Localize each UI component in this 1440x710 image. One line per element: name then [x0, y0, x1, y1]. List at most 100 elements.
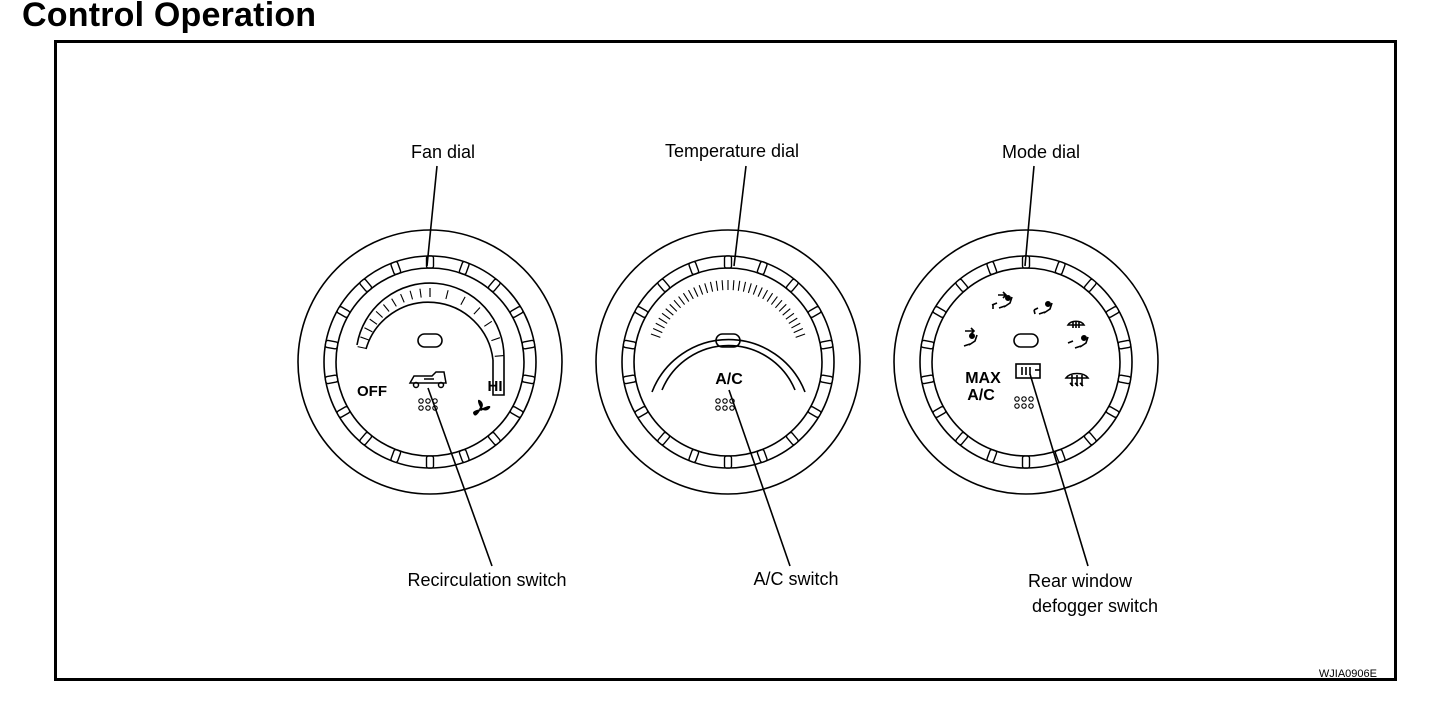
scale-mark: [665, 308, 674, 316]
recirculation-switch-button[interactable]: [418, 398, 438, 411]
switch-dot: [722, 398, 728, 404]
switch-dot: [729, 398, 735, 404]
dial-notch: [458, 448, 470, 463]
ac-switch-button[interactable]: [715, 398, 735, 411]
temperature-dial-callout: Temperature dial: [665, 141, 799, 161]
scale-mark: [652, 327, 663, 334]
fan-dial-ticks: [324, 255, 536, 469]
dial-notch: [390, 448, 402, 463]
dial-notch: [932, 306, 947, 318]
dial-notch: [509, 306, 524, 318]
dial-notch: [955, 278, 969, 293]
ac-switch-callout: A/C switch: [753, 569, 838, 589]
scale-mark: [747, 283, 752, 294]
rear-defogger-switch-button[interactable]: [1014, 363, 1041, 409]
scale-mark: [687, 289, 694, 300]
figure-code: WJIA0906E: [1319, 668, 1377, 680]
scale-mark: [721, 280, 724, 291]
dial-notch: [509, 406, 524, 418]
scale-mark: [788, 317, 798, 324]
mode-dial[interactable]: [893, 229, 1159, 495]
fan-dial-callout: Fan dial: [411, 142, 475, 162]
dial-notch: [785, 431, 799, 446]
dial-notch: [1105, 406, 1120, 418]
bi-level-icon: [991, 291, 1013, 309]
dial-notch: [390, 261, 402, 276]
dial-notch: [521, 374, 536, 385]
ac-switch-label: A/C: [715, 371, 743, 388]
dial-notch: [920, 374, 935, 385]
switch-dot: [722, 405, 728, 411]
dial-notch: [359, 431, 373, 446]
ac-switch-leader: [728, 389, 791, 567]
scale-mark: [360, 336, 370, 341]
defrost-icon: [1064, 372, 1090, 387]
dial-notch: [986, 448, 998, 463]
scale-mark: [445, 290, 449, 300]
dial-notch: [932, 406, 947, 418]
rear-defogger-switch-leader: [1029, 373, 1089, 567]
dial-notch: [324, 374, 339, 385]
switch-dot: [1014, 403, 1020, 409]
scale-mark: [715, 280, 719, 291]
figure-frame: [54, 40, 1397, 681]
dial-notch: [521, 339, 536, 350]
dial-notch: [634, 406, 649, 418]
scale-mark: [785, 312, 795, 320]
dial-notch: [688, 448, 700, 463]
dial-notch: [458, 261, 470, 276]
switch-dot: [1028, 396, 1034, 402]
scale-mark: [795, 333, 806, 338]
scale-mark: [484, 320, 493, 327]
fan-dial-indicator: [417, 333, 443, 348]
scale-mark: [658, 317, 668, 324]
dial-notch: [1117, 339, 1132, 350]
dial-notch: [487, 431, 501, 446]
dial-notch: [1021, 455, 1031, 469]
switch-dot: [1021, 403, 1027, 409]
dial-notch: [634, 306, 649, 318]
switch-dot: [1021, 396, 1027, 402]
dial-notch: [920, 339, 935, 350]
dial-notch: [785, 278, 799, 293]
dial-notch: [1054, 261, 1066, 276]
rear-defogger-callout-line2: defogger switch: [1032, 596, 1158, 616]
dial-notch: [359, 278, 373, 293]
scale-mark: [357, 346, 367, 350]
temperature-dial-indicator: [715, 333, 741, 348]
mode-dial-leader: [1024, 165, 1035, 267]
temperature-dial[interactable]: [595, 229, 861, 495]
dial-notch: [756, 448, 768, 463]
scale-mark: [460, 296, 466, 306]
scale-mark: [766, 292, 774, 302]
switch-dot: [425, 398, 431, 404]
scale-mark: [793, 327, 804, 334]
mode-dial-indicator: [1013, 333, 1039, 348]
fan-icon: [473, 399, 491, 416]
scale-mark: [383, 304, 390, 312]
switch-dot: [432, 405, 438, 411]
switch-dot: [1028, 403, 1034, 409]
scale-mark: [655, 322, 665, 329]
scale-mark: [778, 303, 787, 312]
scale-mark: [678, 296, 686, 305]
dial-notch: [723, 455, 733, 469]
switch-dot: [418, 405, 424, 411]
fan-dial[interactable]: [297, 229, 563, 495]
dial-notch: [1117, 374, 1132, 385]
scale-mark: [698, 285, 704, 295]
dial-notch: [622, 374, 637, 385]
dial-notch: [1083, 278, 1097, 293]
foot-defrost-icon: [1066, 320, 1089, 349]
scale-mark: [737, 280, 741, 291]
dial-notch: [819, 374, 834, 385]
dial-notch: [819, 339, 834, 350]
rear-defogger-callout-line1: Rear window: [1028, 571, 1133, 591]
dial-notch: [657, 278, 671, 293]
switch-dot: [729, 405, 735, 411]
scale-mark: [791, 322, 801, 329]
dial-notch: [657, 431, 671, 446]
switch-dot: [425, 405, 431, 411]
mode-dial-callout: Mode dial: [1002, 142, 1080, 162]
scale-mark: [375, 310, 383, 318]
